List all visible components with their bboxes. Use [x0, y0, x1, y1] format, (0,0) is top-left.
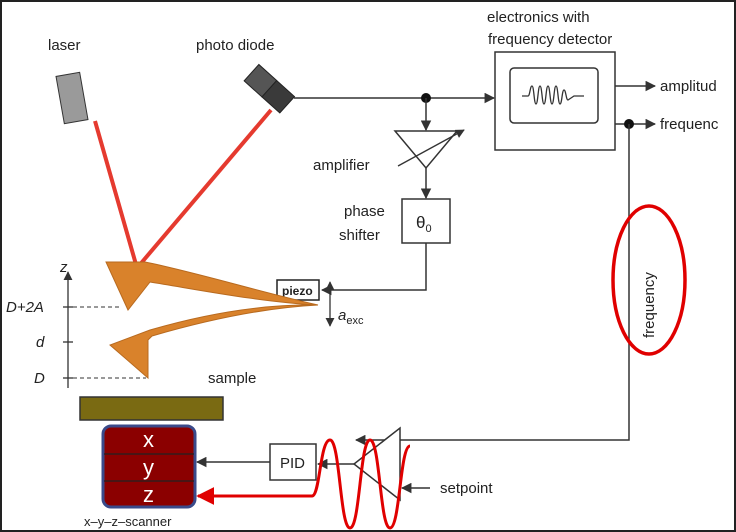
- d-label: d: [36, 334, 45, 351]
- phase-to-piezo-line: [320, 243, 427, 296]
- amplitude-label: amplitud: [660, 78, 717, 95]
- laser-beam-reflected: [135, 108, 273, 270]
- amplifier-variable-arrow: [397, 129, 465, 167]
- cantilever-lower: [109, 304, 319, 380]
- scanner-caption: x–y–z–scanner: [84, 514, 172, 529]
- amplifier-triangle: [393, 130, 459, 170]
- photo-diode-label: photo diode: [196, 37, 274, 54]
- aexc-label: aexc: [338, 307, 364, 327]
- sample-block: [79, 396, 224, 421]
- phase-shifter-box: [401, 198, 451, 244]
- red-sine-wave: [300, 438, 412, 530]
- electronics-label-1: electronics with: [487, 9, 590, 26]
- piezo-label: piezo: [282, 284, 313, 298]
- theta-symbol: θ0: [416, 213, 432, 235]
- frequency-out-label: frequenc: [660, 116, 719, 133]
- scanner-block: [101, 424, 197, 509]
- D-label: D: [34, 370, 45, 387]
- photo-diode-device: [243, 63, 296, 114]
- sine-icon: [522, 85, 584, 105]
- phase-label-1: phase: [344, 203, 385, 220]
- frequency-vertical-label: frequency: [641, 272, 658, 338]
- scanner-x-label: x: [143, 427, 154, 452]
- d2a-label: D+2A: [6, 299, 44, 316]
- electronics-label-2: frequency detector: [488, 31, 612, 48]
- laser-beam-incident: [93, 120, 139, 269]
- laser-device: [55, 71, 89, 125]
- scanner-y-label: y: [143, 455, 154, 480]
- amplifier-label: amplifier: [313, 157, 370, 174]
- setpoint-label: setpoint: [440, 480, 493, 497]
- scanner-z-label: z: [143, 482, 154, 507]
- laser-label: laser: [48, 37, 81, 54]
- phase-label-2: shifter: [339, 227, 380, 244]
- pid-label: PID: [280, 455, 305, 472]
- sample-label: sample: [208, 370, 256, 387]
- z-axis-label: z: [59, 259, 68, 276]
- frequency-feedback-line: [354, 124, 630, 446]
- frequency-highlight-ellipse: [611, 204, 687, 356]
